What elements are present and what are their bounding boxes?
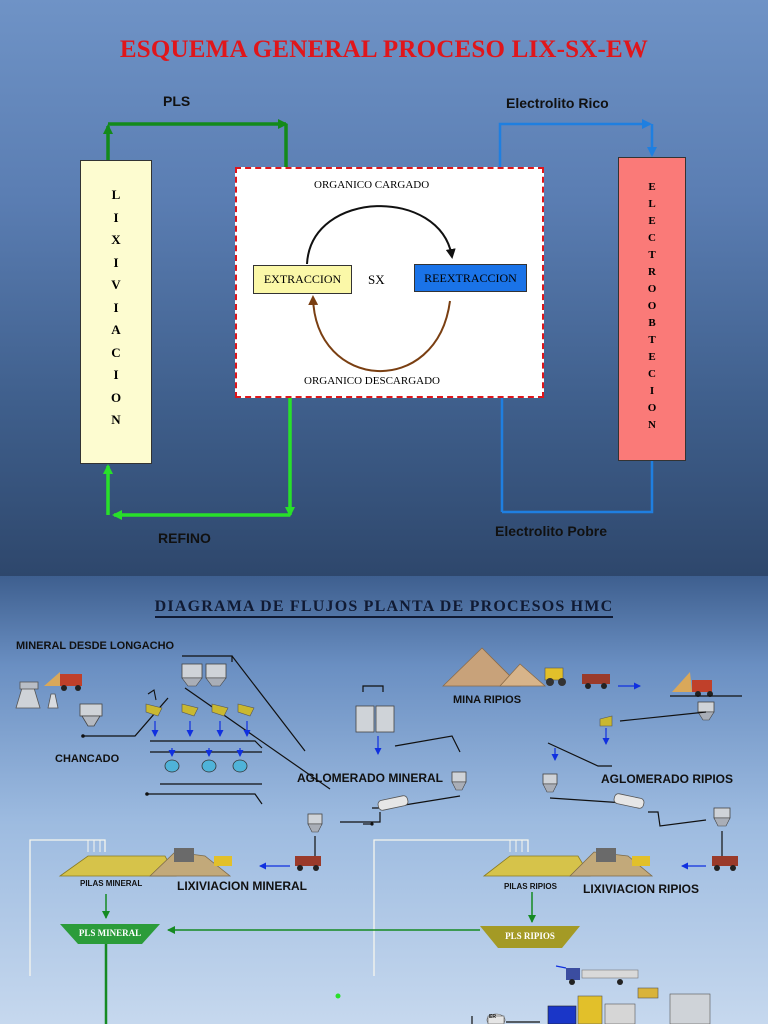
- refino-label: REFINO: [158, 530, 211, 546]
- slide-flow-diagram-hmc: DIAGRAMA DE FLUJOS PLANTA DE PROCESOS HM…: [0, 576, 768, 1024]
- lixiviacion-ripios-label: LIXIVIACION RIPIOS: [583, 882, 700, 896]
- primary-crusher-icon: [15, 681, 59, 709]
- organic-loop: [306, 205, 456, 372]
- lix-letters-letter: A: [111, 322, 121, 338]
- plant-buildings-icon: [547, 987, 711, 1024]
- lix-letters-letter: X: [111, 232, 121, 248]
- silo-pair-icon: [355, 705, 395, 733]
- electrolito-pobre-label: Electrolito Pobre: [495, 523, 608, 539]
- tanker-truck-icon: [566, 968, 639, 985]
- feeder-hopper-icon: [79, 703, 103, 727]
- truck-icon-mineral: [295, 856, 321, 871]
- sx-dashed-box: ORGANICO CARGADO ORGANICO DESCARGADO SX …: [235, 167, 544, 398]
- ripios-pile-icon: [442, 647, 547, 687]
- sx-label: SX: [368, 272, 385, 287]
- slide-lix-sx-ew: ESQUEMA GENERAL PROCESO LIX-SX-EW PLS El…: [0, 0, 768, 576]
- lix-letters-letter: I: [113, 254, 119, 270]
- er-label: ER: [489, 1014, 496, 1020]
- ew-letters-letter: C: [648, 367, 656, 380]
- pilas-mineral-pad-icon: [58, 851, 232, 877]
- lix-letters-letter: C: [111, 344, 121, 360]
- electrolito-rico-label: Electrolito Rico: [506, 95, 609, 111]
- dump-truck-icon: [672, 672, 713, 697]
- chancado-label: CHANCADO: [55, 753, 120, 765]
- slide2-title-text: DIAGRAMA DE FLUJOS PLANTA DE PROCESOS HM…: [154, 598, 614, 618]
- loader-icon: [544, 667, 566, 686]
- ew-letters-letter: E: [648, 180, 656, 193]
- crusher-icons: [164, 759, 248, 773]
- pls-mineral-pond: PLS MINERAL: [60, 924, 160, 944]
- pad-loader-icon: [174, 848, 232, 866]
- ew-letters-letter: O: [647, 282, 657, 295]
- pls-label: PLS: [163, 93, 191, 109]
- mineral-desde-longacho-label: MINERAL DESDE LONGACHO: [16, 640, 175, 652]
- lix-letters-letter: I: [113, 299, 119, 315]
- ew-letters-letter: T: [648, 248, 656, 261]
- lix-letters-letter: V: [111, 277, 121, 293]
- pls-ripios-pond: PLS RIPIOS: [480, 926, 580, 948]
- lix-letters-letter: N: [111, 412, 121, 428]
- pilas-ripios-label: PILAS RIPIOS: [504, 882, 557, 891]
- hopper-icon: [451, 771, 467, 791]
- agglomerator-drum-icon: [377, 795, 409, 811]
- ripios-mixer-icon: [713, 807, 731, 827]
- ew-letters-letter: L: [648, 197, 656, 210]
- pls-ripios-label: PLS RIPIOS: [505, 931, 555, 941]
- ew-letters-letter: E: [648, 350, 656, 363]
- ew-letters-letter: B: [648, 316, 656, 329]
- reextraccion-box: REEXTRACCION: [414, 264, 527, 292]
- lix-letters-letter: L: [111, 187, 121, 203]
- truck-icon-ripios: [582, 674, 610, 689]
- lixiviacion-mineral-label: LIXIVIACION MINERAL: [177, 879, 308, 893]
- organico-descargado-label: ORGANICO DESCARGADO: [304, 375, 440, 387]
- ew-letters-letter: R: [648, 265, 656, 278]
- ripios-feeder-icon: [697, 701, 715, 721]
- plant-flow-drawing: [15, 647, 742, 1024]
- ew-letters-letter: E: [648, 214, 656, 227]
- electrolito-pobre-line: [502, 460, 654, 514]
- mina-ripios-label: MINA RIPIOS: [453, 694, 522, 706]
- mixer-hopper-icon: [307, 813, 323, 833]
- extraccion-box: EXTRACCION: [253, 265, 352, 294]
- pls-mineral-label: PLS MINERAL: [78, 928, 142, 938]
- ew-letters-letter: I: [649, 384, 655, 397]
- slide2-title: DIAGRAMA DE FLUJOS PLANTA DE PROCESOS HM…: [0, 598, 768, 618]
- lix-letters-letter: I: [113, 209, 119, 225]
- ripios-drum-icon: [613, 793, 645, 809]
- slide1-title: ESQUEMA GENERAL PROCESO LIX-SX-EW: [119, 36, 649, 63]
- ew-letters-letter: O: [647, 401, 657, 414]
- pilas-mineral-label: PILAS MINERAL: [80, 879, 143, 888]
- ew-letters-letter: C: [648, 231, 656, 244]
- pilas-ripios-pad-icon: [482, 851, 654, 877]
- aglomerado-ripios-label: AGLOMERADO RIPIOS: [601, 772, 734, 786]
- ripios-hopper-icon: [542, 773, 558, 793]
- truck-icon: [44, 672, 82, 691]
- aglomerado-mineral-label: AGLOMERADO MINERAL: [297, 771, 443, 785]
- lix-letters-letter: I: [113, 367, 119, 383]
- truck-icon-ripios-pad: [712, 856, 738, 871]
- bin-row-icon: [181, 663, 227, 687]
- lix-letters-letter: O: [110, 389, 122, 405]
- ew-letters-letter: O: [647, 299, 657, 312]
- screen-icons: [145, 703, 255, 717]
- organico-cargado-label: ORGANICO CARGADO: [314, 179, 430, 191]
- pad-loader-icon-ripios: [596, 848, 650, 866]
- ew-letters-letter: T: [648, 333, 656, 346]
- er-tank-icon: [486, 1013, 506, 1024]
- ew-letters-letter: N: [648, 418, 656, 431]
